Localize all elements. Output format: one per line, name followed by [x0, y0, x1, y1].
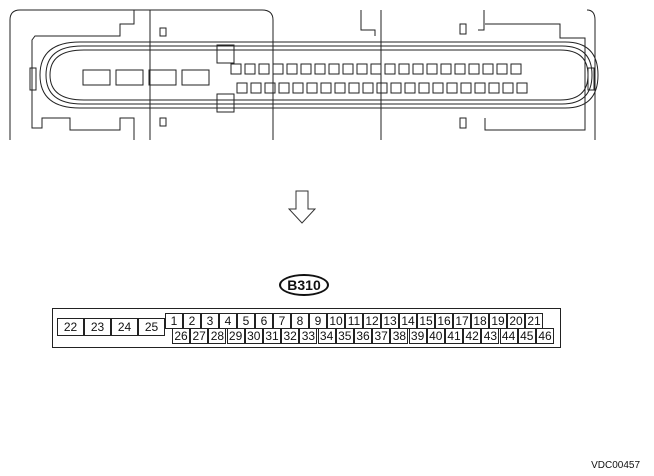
pin-layout-frame	[52, 308, 561, 348]
pin-cell: 14	[399, 313, 417, 329]
pin-cell: 21	[525, 313, 543, 329]
pin-cell: 19	[489, 313, 507, 329]
reference-code: VDC00457	[591, 460, 640, 471]
pin-cell: 34	[317, 328, 336, 344]
pin-cell: 4	[219, 313, 237, 329]
pin-cell: 33	[299, 328, 318, 344]
connector-id-label: B310	[279, 274, 329, 296]
pin-cell: 7	[273, 313, 291, 329]
pin-cell: 5	[237, 313, 255, 329]
pin-cell: 35	[335, 328, 354, 344]
pin-cell: 9	[309, 313, 327, 329]
pin-cell: 30	[244, 328, 263, 344]
pin-cell: 23	[84, 318, 111, 336]
pin-cell: 36	[354, 328, 372, 344]
pin-cell: 15	[417, 313, 435, 329]
pin-cell: 18	[471, 313, 489, 329]
pin-cell: 8	[291, 313, 309, 329]
pin-cell: 32	[281, 328, 300, 344]
pin-cell: 22	[57, 318, 84, 336]
pin-cell: 26	[172, 328, 190, 344]
pin-cell: 44	[499, 328, 518, 344]
pin-cell: 40	[426, 328, 445, 344]
pin-cell: 16	[435, 313, 453, 329]
pin-cell: 39	[408, 328, 427, 344]
connector-id-text: B310	[287, 277, 321, 293]
pin-cell: 37	[372, 328, 391, 344]
pin-cell: 38	[390, 328, 409, 344]
pin-cell: 25	[138, 318, 165, 336]
pin-cell: 41	[445, 328, 463, 344]
pin-cell: 3	[201, 313, 219, 329]
pin-cell: 13	[381, 313, 399, 329]
pin-cell: 10	[327, 313, 345, 329]
pin-cell: 29	[226, 328, 245, 344]
pin-cell: 43	[481, 328, 500, 344]
pin-cell: 2	[183, 313, 201, 329]
pin-cell: 27	[190, 328, 209, 344]
pin-cell: 6	[255, 313, 273, 329]
connector-housing-drawing	[9, 9, 599, 140]
pin-cell: 46	[536, 328, 554, 344]
pin-cell: 1	[165, 313, 183, 329]
pin-cell: 28	[208, 328, 227, 344]
pin-cell: 45	[517, 328, 536, 344]
pin-cell: 20	[507, 313, 525, 329]
pin-cell: 17	[453, 313, 471, 329]
pin-cell: 12	[363, 313, 381, 329]
pin-cell: 24	[111, 318, 138, 336]
down-arrow-icon	[288, 190, 316, 224]
pin-cell: 42	[463, 328, 482, 344]
pin-cell: 31	[263, 328, 281, 344]
pin-cell: 11	[345, 313, 363, 329]
